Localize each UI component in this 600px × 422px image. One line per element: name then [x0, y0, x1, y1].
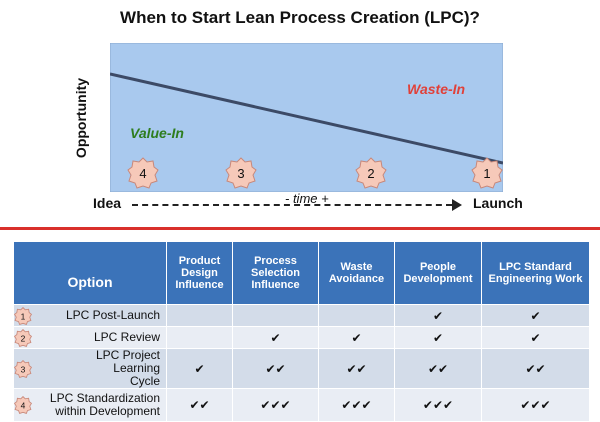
y-axis-label: Opportunity — [73, 77, 89, 159]
row-number: 4 — [21, 400, 26, 410]
cell-design: ✔ — [166, 348, 233, 389]
marker-2: 2 — [355, 157, 387, 189]
cell-process: ✔✔✔ — [232, 388, 319, 422]
marker-3: 3 — [225, 157, 257, 189]
starburst-icon — [225, 157, 257, 189]
starburst-icon: 4 — [14, 396, 32, 414]
row-option-label: LPC Project Learning Cycle — [95, 348, 160, 388]
marker-label: 3 — [237, 166, 244, 181]
time-axis-label: - time + — [285, 191, 329, 206]
cell-design: ✔✔ — [166, 388, 233, 422]
marker-4: 4 — [127, 157, 159, 189]
starburst-icon: 2 — [14, 328, 32, 347]
table-row: 2 LPC Review ✔ ✔ ✔ ✔ — [13, 326, 590, 349]
table-row: 4 LPC Standardization within Development… — [13, 388, 590, 422]
row-option-label: LPC Post-Launch — [65, 308, 160, 322]
table-row: 1 LPC Post-Launch ✔ ✔ — [13, 304, 590, 327]
row-option-cell: 3 LPC Project Learning Cycle — [13, 348, 167, 389]
row-option-cell: 4 LPC Standardization within Development — [13, 388, 167, 422]
row-option-label: LPC Standardization within Development — [49, 391, 160, 418]
row-number: 2 — [21, 333, 26, 343]
options-table: Option Product Design Influence Process … — [13, 241, 590, 422]
axis-start-label: Idea — [93, 195, 122, 211]
cell-people: ✔ — [394, 326, 482, 349]
starburst-icon — [355, 157, 387, 189]
row-option-cell: 2 LPC Review — [13, 326, 167, 349]
column-header-design: Product Design Influence — [166, 241, 233, 305]
cell-people: ✔✔✔ — [394, 388, 482, 422]
waste-in-label: Waste-In — [407, 81, 466, 97]
column-header-option: Option — [13, 241, 167, 305]
cell-waste: ✔✔✔ — [318, 388, 395, 422]
cell-design — [166, 304, 233, 327]
cell-people: ✔✔ — [394, 348, 482, 389]
starburst-icon — [127, 157, 159, 189]
column-header-waste: Waste Avoidance — [318, 241, 395, 305]
cell-design — [166, 326, 233, 349]
row-option-cell: 1 LPC Post-Launch — [13, 304, 167, 327]
table-header-row: Option Product Design Influence Process … — [13, 241, 590, 305]
marker-label: 2 — [367, 166, 374, 181]
axis-end-label: Launch — [473, 195, 523, 211]
cell-people: ✔ — [394, 304, 482, 327]
row-option-label: LPC Review — [93, 330, 160, 344]
marker-1: 1 — [471, 157, 503, 189]
column-header-standard: LPC Standard Engineering Work — [481, 241, 590, 305]
opportunity-plot: 4 3 2 1 — [110, 43, 503, 192]
starburst-icon — [471, 157, 503, 189]
cell-standard: ✔ — [481, 326, 590, 349]
cell-standard: ✔✔✔ — [481, 388, 590, 422]
column-header-people: People Development — [394, 241, 482, 305]
starburst-icon: 1 — [14, 306, 32, 325]
cell-process — [232, 304, 319, 327]
time-axis-line — [132, 204, 452, 206]
cell-waste: ✔ — [318, 326, 395, 349]
value-in-label: Value-In — [130, 125, 184, 141]
cell-waste — [318, 304, 395, 327]
table-row: 3 LPC Project Learning Cycle ✔ ✔✔ ✔✔ ✔✔ … — [13, 348, 590, 389]
page-title: When to Start Lean Process Creation (LPC… — [120, 8, 480, 27]
opportunity-line — [110, 72, 503, 165]
arrow-right-icon — [452, 199, 462, 211]
row-number: 1 — [21, 311, 26, 321]
column-header-process: Process Selection Influence — [232, 241, 319, 305]
cell-process: ✔✔ — [232, 348, 319, 389]
row-number: 3 — [21, 364, 26, 374]
cell-standard: ✔✔ — [481, 348, 590, 389]
marker-label: 4 — [139, 166, 146, 181]
marker-label: 1 — [483, 166, 490, 181]
cell-process: ✔ — [232, 326, 319, 349]
cell-waste: ✔✔ — [318, 348, 395, 389]
section-divider — [0, 227, 600, 230]
starburst-icon: 3 — [14, 359, 32, 378]
cell-standard: ✔ — [481, 304, 590, 327]
